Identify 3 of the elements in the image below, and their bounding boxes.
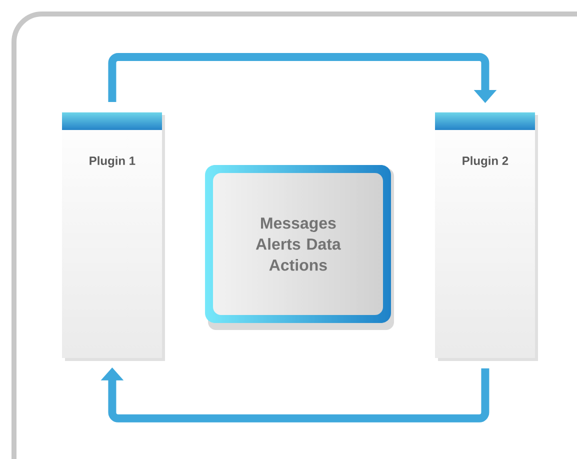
message-box: Messages Alerts Data Actions [205,165,394,330]
plugin-box: Plugin 2 [435,112,538,361]
plugin-box: Plugin 1 [62,112,165,361]
